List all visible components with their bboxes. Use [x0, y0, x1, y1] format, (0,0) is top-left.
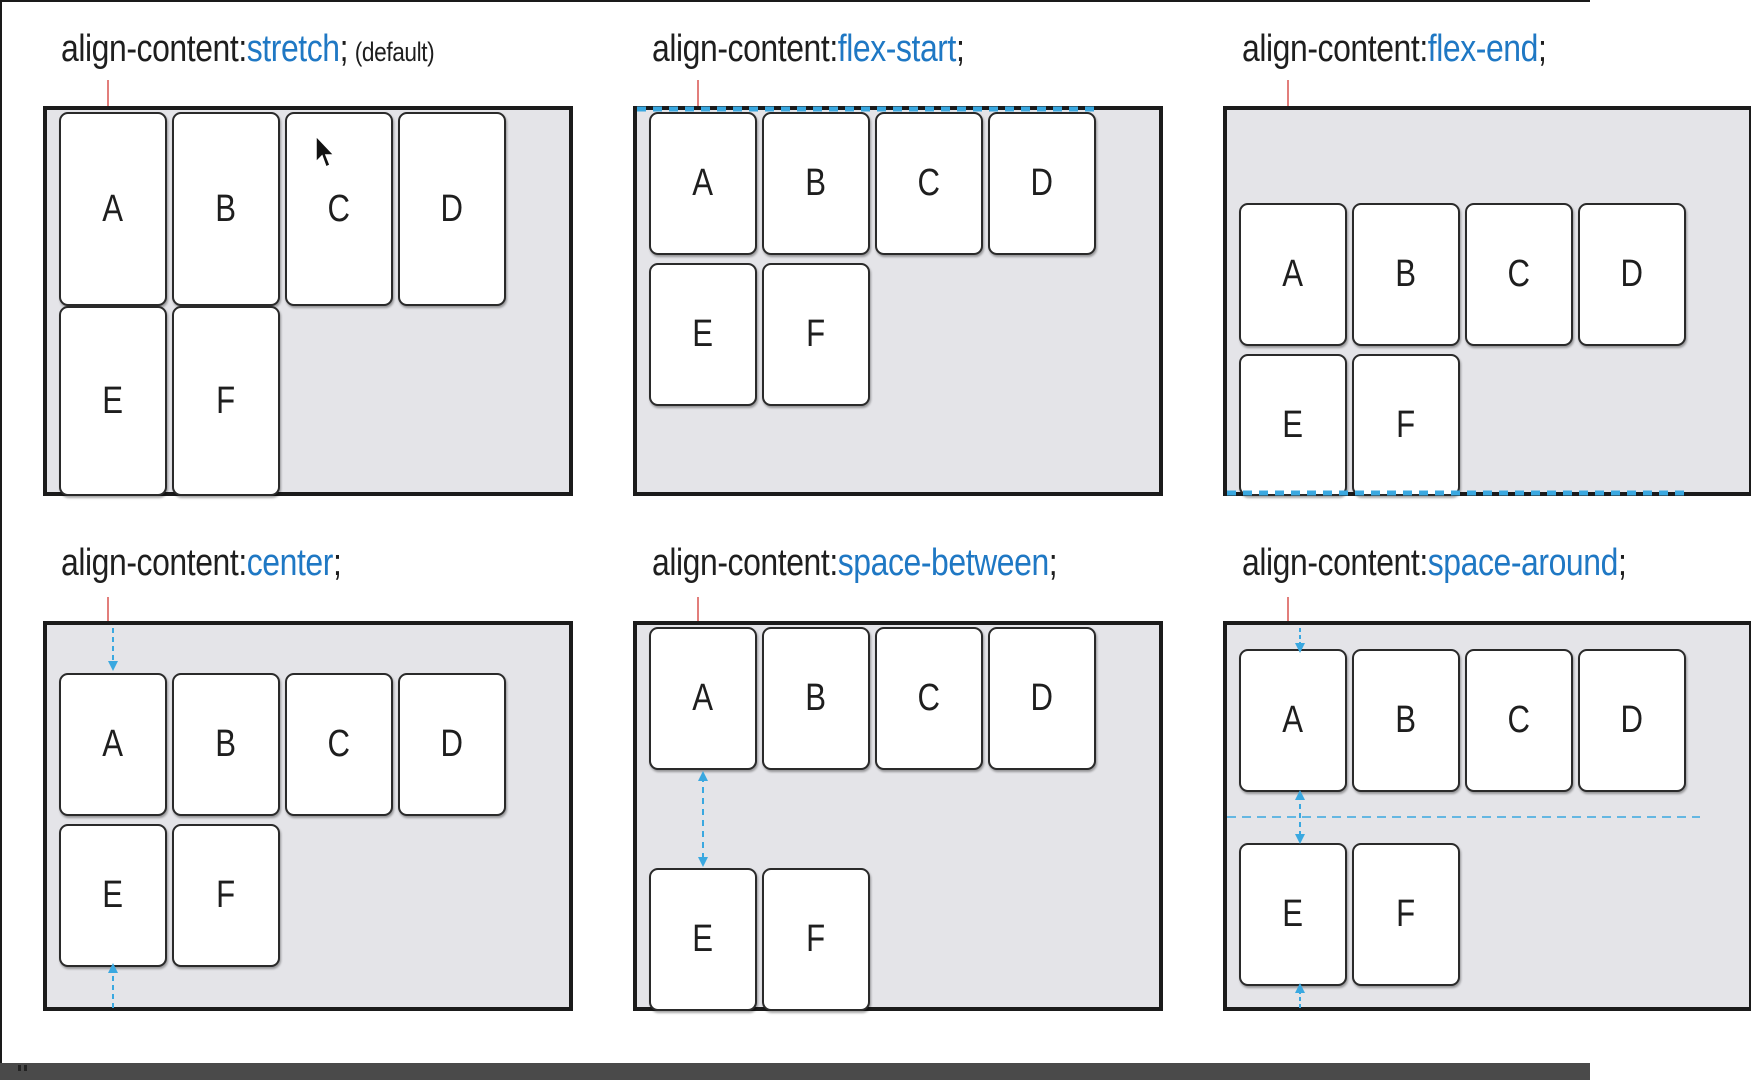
- property-label: align-content:: [61, 542, 247, 584]
- flex-item: A: [1239, 203, 1347, 346]
- flex-item: A: [649, 627, 757, 770]
- property-label: align-content:: [1242, 542, 1428, 584]
- flex-item: B: [762, 112, 870, 255]
- panel-heading: align-content:space-around;: [1242, 542, 1627, 585]
- property-label: align-content:: [652, 28, 838, 70]
- flex-item: C: [1465, 649, 1573, 792]
- value-label: flex-end: [1427, 28, 1539, 70]
- grip-icon: [18, 1058, 30, 1071]
- panel-heading: align-content:flex-start;: [652, 28, 965, 71]
- flex-container-center: A B C D E F: [43, 621, 573, 1011]
- flex-item: B: [1352, 203, 1460, 346]
- value-label: center: [246, 542, 334, 584]
- slide-left-edge: [0, 0, 2, 1080]
- property-label: align-content:: [1242, 28, 1428, 70]
- flex-item: C: [285, 112, 393, 306]
- panel-heading: align-content:flex-end;: [1242, 28, 1547, 71]
- flex-item: C: [285, 673, 393, 816]
- semicolon: ;: [339, 28, 349, 70]
- flex-item: A: [59, 112, 167, 306]
- flex-item: F: [172, 306, 280, 496]
- player-bottom-bar: [0, 1063, 1590, 1080]
- panel-heading: align-content:center;: [61, 542, 342, 585]
- flex-item: E: [1239, 843, 1347, 986]
- flex-item: D: [1578, 649, 1686, 792]
- flex-item: E: [1239, 354, 1347, 496]
- flex-container-stretch: A B C D E F: [43, 106, 573, 496]
- flex-item: C: [875, 627, 983, 770]
- panel-heading: align-content:stretch;(default): [61, 28, 435, 71]
- semicolon: ;: [955, 28, 965, 70]
- semicolon: ;: [1617, 542, 1627, 584]
- flex-item: E: [649, 868, 757, 1011]
- semicolon: ;: [1048, 542, 1058, 584]
- semicolon: ;: [332, 542, 342, 584]
- flex-item: E: [59, 306, 167, 496]
- slide-top-edge: [0, 0, 1590, 2]
- value-label: flex-start: [837, 28, 957, 70]
- flex-item: C: [875, 112, 983, 255]
- flex-item: B: [1352, 649, 1460, 792]
- flex-item: C: [1465, 203, 1573, 346]
- flex-item: F: [172, 824, 280, 967]
- flex-container-flex-start: A B C D E F: [633, 106, 1163, 496]
- flex-item: D: [398, 673, 506, 816]
- flex-item: F: [1352, 354, 1460, 496]
- flex-container-flex-end: A B C D E F: [1223, 106, 1751, 496]
- flex-item: D: [988, 627, 1096, 770]
- flex-item: F: [1352, 843, 1460, 986]
- flex-item: E: [649, 263, 757, 406]
- property-label: align-content:: [652, 542, 838, 584]
- flex-item: A: [1239, 649, 1347, 792]
- flex-item: A: [649, 112, 757, 255]
- mouse-pointer-icon: [315, 134, 336, 169]
- value-label: space-between: [837, 542, 1049, 584]
- flex-item: F: [762, 263, 870, 406]
- flex-item: E: [59, 824, 167, 967]
- flex-container-space-between: A B C D E F: [633, 621, 1163, 1011]
- flex-item: A: [59, 673, 167, 816]
- flex-container-space-around: A B C D E F: [1223, 621, 1751, 1011]
- flex-item: B: [172, 112, 280, 306]
- property-label: align-content:: [61, 28, 247, 70]
- flex-item: B: [762, 627, 870, 770]
- panel-heading: align-content:space-between;: [652, 542, 1058, 585]
- semicolon: ;: [1537, 28, 1547, 70]
- flex-item: F: [762, 868, 870, 1011]
- flex-item: D: [1578, 203, 1686, 346]
- value-label: stretch: [246, 28, 340, 70]
- flex-item: D: [398, 112, 506, 306]
- flex-item: B: [172, 673, 280, 816]
- default-note: (default): [354, 37, 435, 67]
- value-label: space-around: [1427, 542, 1619, 584]
- flex-item: D: [988, 112, 1096, 255]
